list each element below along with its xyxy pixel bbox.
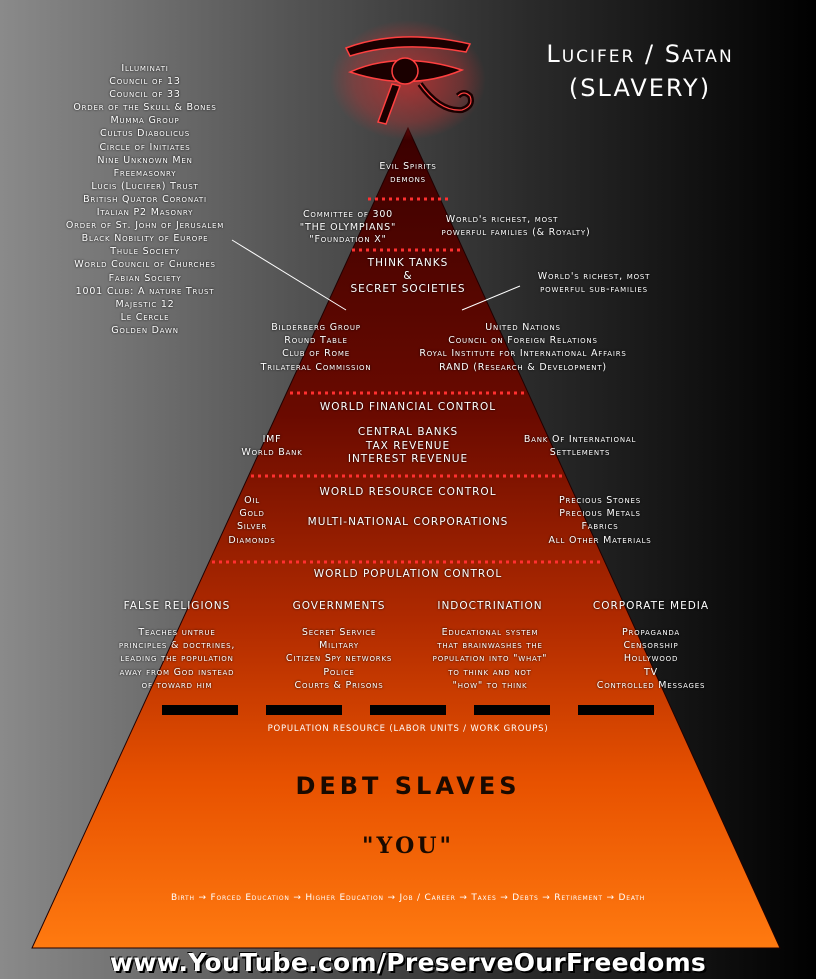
org-list-item: Mumma Group bbox=[110, 115, 180, 127]
tier3-left-3: Club of Rome bbox=[282, 348, 350, 359]
tier3-left-2: Round Table bbox=[284, 335, 348, 346]
tier2-right-1: World's richest, most bbox=[445, 214, 559, 225]
org-list-item: Nine Unknown Men bbox=[97, 154, 193, 166]
tier4-right-1: Bank Of International bbox=[523, 434, 637, 445]
title-line1: Lucifer / Satan bbox=[546, 40, 734, 68]
tier3-right-1: United Nations bbox=[485, 322, 561, 333]
tier6-column-title: GOVERNMENTS bbox=[292, 600, 386, 612]
org-list-item: Le Cercle bbox=[120, 311, 170, 323]
tier6-column-item: Teaches untrue bbox=[138, 627, 216, 638]
tier3-right-3: Royal Institute for International Affair… bbox=[419, 348, 627, 359]
debt-slaves-label: DEBT SLAVES bbox=[295, 772, 521, 800]
tier6-column-item: of toward him bbox=[141, 679, 213, 691]
tier6-column-item: to think and not bbox=[448, 666, 532, 678]
org-list-item: British Quator Coronati bbox=[83, 193, 207, 205]
tier3-left-1: Bilderberg Group bbox=[271, 322, 361, 333]
org-list-item: Golden Dawn bbox=[111, 324, 179, 336]
org-list-item: Cultus Diabolicus bbox=[100, 128, 190, 140]
org-list-item: World Council of Churches bbox=[74, 259, 216, 271]
tier4-center-1: CENTRAL BANKS bbox=[357, 426, 459, 438]
tier6-column-item: "how" to think bbox=[452, 679, 528, 691]
tier6-column-title: INDOCTRINATION bbox=[437, 600, 543, 612]
eye-of-horus-icon bbox=[330, 20, 486, 140]
black-dash-bar bbox=[162, 705, 654, 715]
tier6-column-item: Controlled Messages bbox=[596, 679, 706, 691]
you-label: "YOU" bbox=[362, 833, 454, 859]
tier6-column-item: Propaganda bbox=[621, 627, 681, 638]
tier6-column-title: FALSE RELIGIONS bbox=[123, 600, 231, 612]
tier3-note-2: powerful sub-families bbox=[540, 284, 648, 295]
lifecycle-label: Birth → Forced Education → Higher Educat… bbox=[170, 893, 646, 903]
tier5-left-3: Silver bbox=[236, 521, 268, 532]
connector-left bbox=[231, 239, 347, 311]
org-list-item: Fabian Society bbox=[108, 272, 182, 284]
tier2-left-3: "Foundation X" bbox=[309, 234, 387, 245]
tier6-column-item: Censorship bbox=[623, 640, 679, 652]
org-list-item: Freemasonry bbox=[113, 167, 177, 179]
tier2-right-2: powerful families (& Royalty) bbox=[441, 227, 591, 238]
tier4-left-2: World Bank bbox=[241, 447, 303, 458]
tier5-left-2: Gold bbox=[239, 508, 265, 519]
tier6-column-item: Military bbox=[319, 640, 359, 652]
tier3-right-2: Council on Foreign Relations bbox=[448, 335, 598, 346]
tier6-column-item: leading the population bbox=[120, 653, 234, 665]
tier5-left-1: Oil bbox=[244, 495, 260, 506]
tier1-line1: Evil Spirits bbox=[379, 161, 437, 172]
tier3-center-3: SECRET SOCIETIES bbox=[350, 283, 466, 295]
connector-right bbox=[461, 285, 521, 311]
tier5-left-4: Diamonds bbox=[228, 535, 276, 546]
tier5-right-1: Precious Stones bbox=[559, 495, 641, 506]
tier3-left-4: Trilateral Commission bbox=[260, 362, 372, 373]
tier4-header: WORLD FINANCIAL CONTROL bbox=[319, 401, 497, 413]
tier6-column-item: Educational system bbox=[441, 627, 539, 638]
tier6-column-item: Police bbox=[323, 666, 355, 678]
tier5-right-4: All Other Materials bbox=[548, 535, 652, 546]
org-list-item: Council of 13 bbox=[109, 76, 181, 88]
tier4-left-1: IMF bbox=[262, 434, 282, 445]
tier6-column-item: Courts & Prisons bbox=[294, 679, 384, 691]
org-list-item: Order of St. John of Jerusalem bbox=[65, 220, 225, 232]
pyramid-shape bbox=[31, 126, 781, 949]
tier4-center-3: INTEREST REVENUE bbox=[347, 453, 469, 465]
tier2-left-1: Committee of 300 bbox=[302, 209, 394, 220]
tier3-right-4: RAND (Research & Development) bbox=[439, 362, 607, 373]
tier6-header: WORLD POPULATION CONTROL bbox=[313, 568, 503, 580]
tier4-center-2: TAX REVENUE bbox=[365, 440, 451, 452]
org-list-item: 1001 Club: A nature Trust bbox=[75, 285, 215, 297]
tier6-column-item: that brainwashes the bbox=[437, 640, 543, 652]
tier6-column-item: Citizen Spy networks bbox=[285, 653, 393, 665]
population-resource-label: POPULATION RESOURCE (LABOR UNITS / WORK … bbox=[267, 724, 549, 734]
tier5-right-2: Precious Metals bbox=[559, 508, 641, 519]
org-list-item: Majestic 12 bbox=[115, 298, 175, 310]
tier5-center: MULTI-NATIONAL CORPORATIONS bbox=[307, 516, 509, 528]
tier6-column-item: away from God instead bbox=[119, 666, 235, 678]
tier4-right-2: Settlements bbox=[549, 447, 611, 458]
title-line2: (SLAVERY) bbox=[568, 74, 712, 102]
org-list-item: Illuminati bbox=[121, 63, 169, 74]
title-block: Lucifer / Satan (SLAVERY) bbox=[500, 40, 780, 102]
org-list-item: Thule Society bbox=[110, 246, 180, 258]
tier6-column-item: population into "what" bbox=[432, 653, 548, 665]
org-list-item: Order of the Skull & Bones bbox=[73, 102, 217, 114]
tier3-center-1: THINK TANKS bbox=[367, 257, 449, 269]
org-list-item: Black Nobility of Europe bbox=[81, 233, 209, 245]
org-list-item: Council of 33 bbox=[109, 89, 181, 101]
org-list-item: Circle of Initiates bbox=[99, 141, 191, 153]
footer-url: www.YouTube.com/PreserveOurFreedoms bbox=[109, 948, 707, 977]
tier6-column-item: Hollywood bbox=[623, 653, 679, 665]
tier5-header: WORLD RESOURCE CONTROL bbox=[319, 486, 497, 498]
org-list-item: Italian P2 Masonry bbox=[96, 207, 194, 219]
tier6-column-title: CORPORATE MEDIA bbox=[592, 600, 710, 612]
tier1-line2: demons bbox=[390, 174, 426, 185]
tier3-center-2: & bbox=[403, 270, 413, 282]
tier6-column-item: TV bbox=[644, 666, 658, 678]
org-list-item: Lucis (Lucifer) Trust bbox=[91, 180, 199, 192]
tier5-right-3: Fabrics bbox=[581, 521, 619, 532]
tier6-column-item: Secret Service bbox=[301, 627, 377, 638]
tier6-column-item: principles & doctrines, bbox=[118, 640, 236, 652]
tier2-left-2: "THE OLYMPIANS" bbox=[299, 222, 397, 233]
tier3-note-1: World's richest, most bbox=[537, 271, 651, 282]
